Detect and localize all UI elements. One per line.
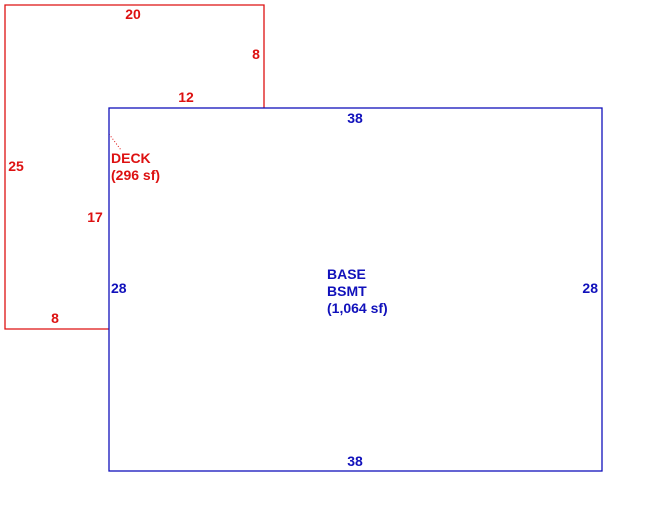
basement-dim-right: 28 bbox=[582, 280, 598, 296]
basement-outline bbox=[108, 107, 603, 472]
deck-dim-left: 25 bbox=[8, 158, 24, 174]
basement-label-line1: BASE bbox=[327, 266, 366, 282]
deck-dim-right-upper: 8 bbox=[252, 46, 260, 62]
basement-area: (1,064 sf) bbox=[327, 300, 388, 316]
deck-dim-step: 12 bbox=[178, 89, 194, 105]
basement-dim-top: 38 bbox=[347, 110, 363, 126]
deck-label: DECK bbox=[111, 150, 151, 166]
deck-dim-inner: 17 bbox=[87, 209, 103, 225]
basement-dim-bottom: 38 bbox=[347, 453, 363, 469]
deck-outline bbox=[4, 4, 265, 330]
deck-dim-bottom: 8 bbox=[51, 310, 59, 326]
basement-label-line2: BSMT bbox=[327, 283, 367, 299]
deck-area: (296 sf) bbox=[111, 167, 160, 183]
basement-dim-left: 28 bbox=[111, 280, 127, 296]
deck-dim-top: 20 bbox=[125, 6, 141, 22]
deck-leader-line bbox=[108, 133, 122, 151]
